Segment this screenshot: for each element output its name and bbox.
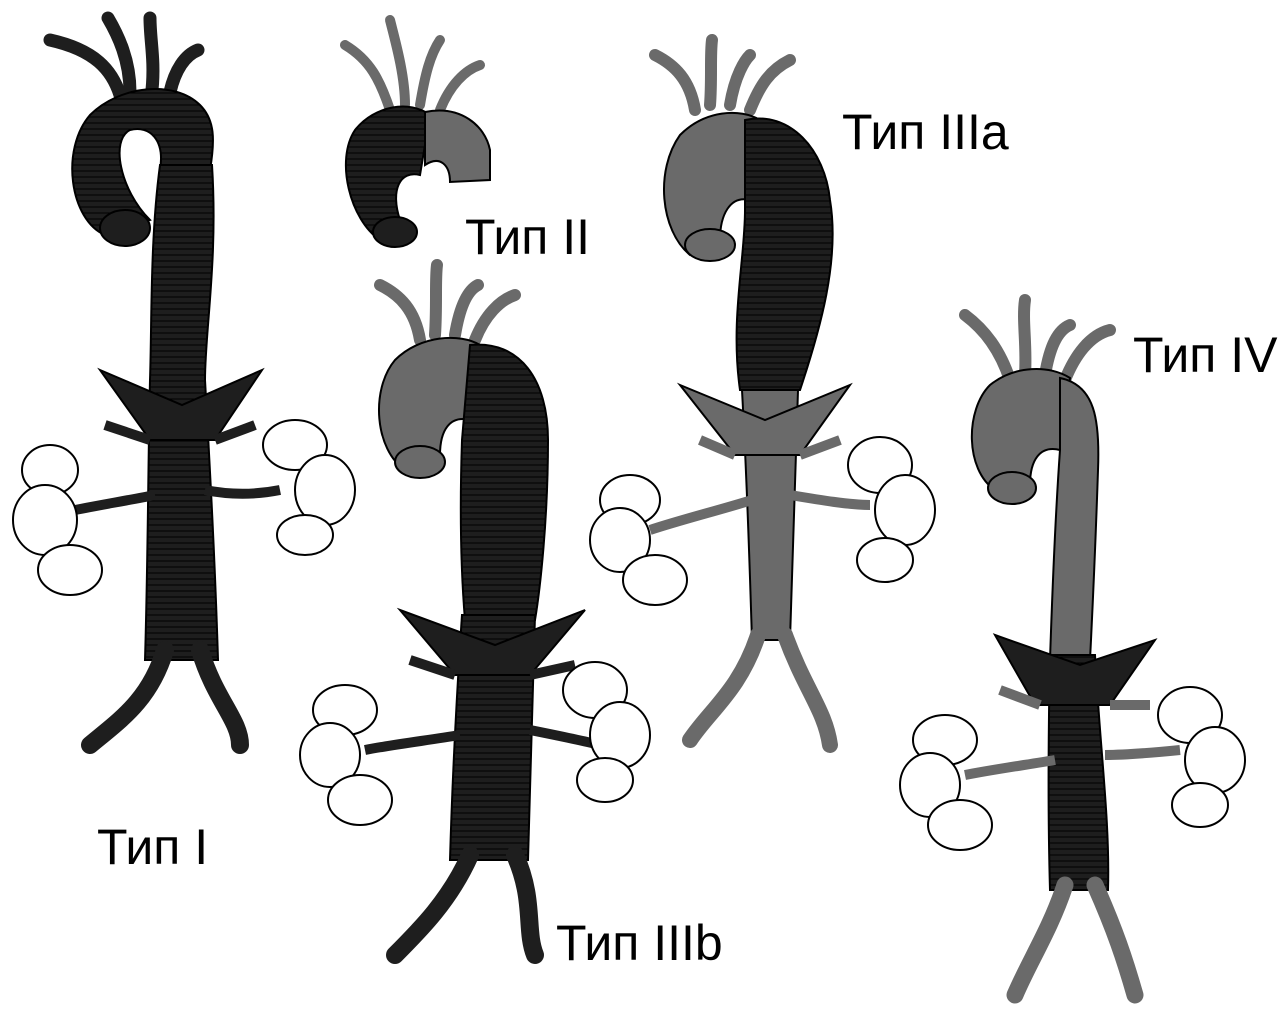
label-type-IV: Тип IV <box>1133 330 1277 380</box>
aortic-root <box>395 446 445 478</box>
descending-aorta-dissected <box>461 345 548 620</box>
arch-branches <box>50 18 198 95</box>
kidney-left <box>900 715 992 850</box>
kidney-right <box>1158 687 1245 827</box>
iliac-arteries <box>690 635 830 745</box>
kidney-right <box>563 662 650 802</box>
kidney-left <box>13 445 102 595</box>
arch-branches <box>380 265 515 340</box>
label-type-IIIb: Тип IIIb <box>556 918 723 968</box>
label-type-I: Тип I <box>97 822 208 872</box>
arch-branches <box>655 40 790 110</box>
iliac-arteries <box>1015 885 1135 995</box>
aorta-type-IV <box>900 300 1245 995</box>
ascending-aorta-normal <box>972 369 1070 490</box>
iliac-arteries <box>90 650 240 745</box>
aortic-root <box>373 217 417 247</box>
descending-aorta-dissected <box>737 118 833 390</box>
aorta-type-I <box>13 18 355 745</box>
arch-branches <box>345 20 480 110</box>
aorta-type-IIIb <box>300 265 650 955</box>
kidney-left <box>590 475 687 605</box>
label-type-IIIa: Тип IIIa <box>842 107 1009 157</box>
label-type-II: Тип II <box>465 212 590 262</box>
aortic-root <box>100 210 150 246</box>
iliac-arteries <box>395 855 535 955</box>
aortic-root <box>685 229 735 261</box>
arch-normal <box>425 111 490 182</box>
aortic-root <box>988 472 1036 504</box>
kidney-left <box>300 685 392 825</box>
